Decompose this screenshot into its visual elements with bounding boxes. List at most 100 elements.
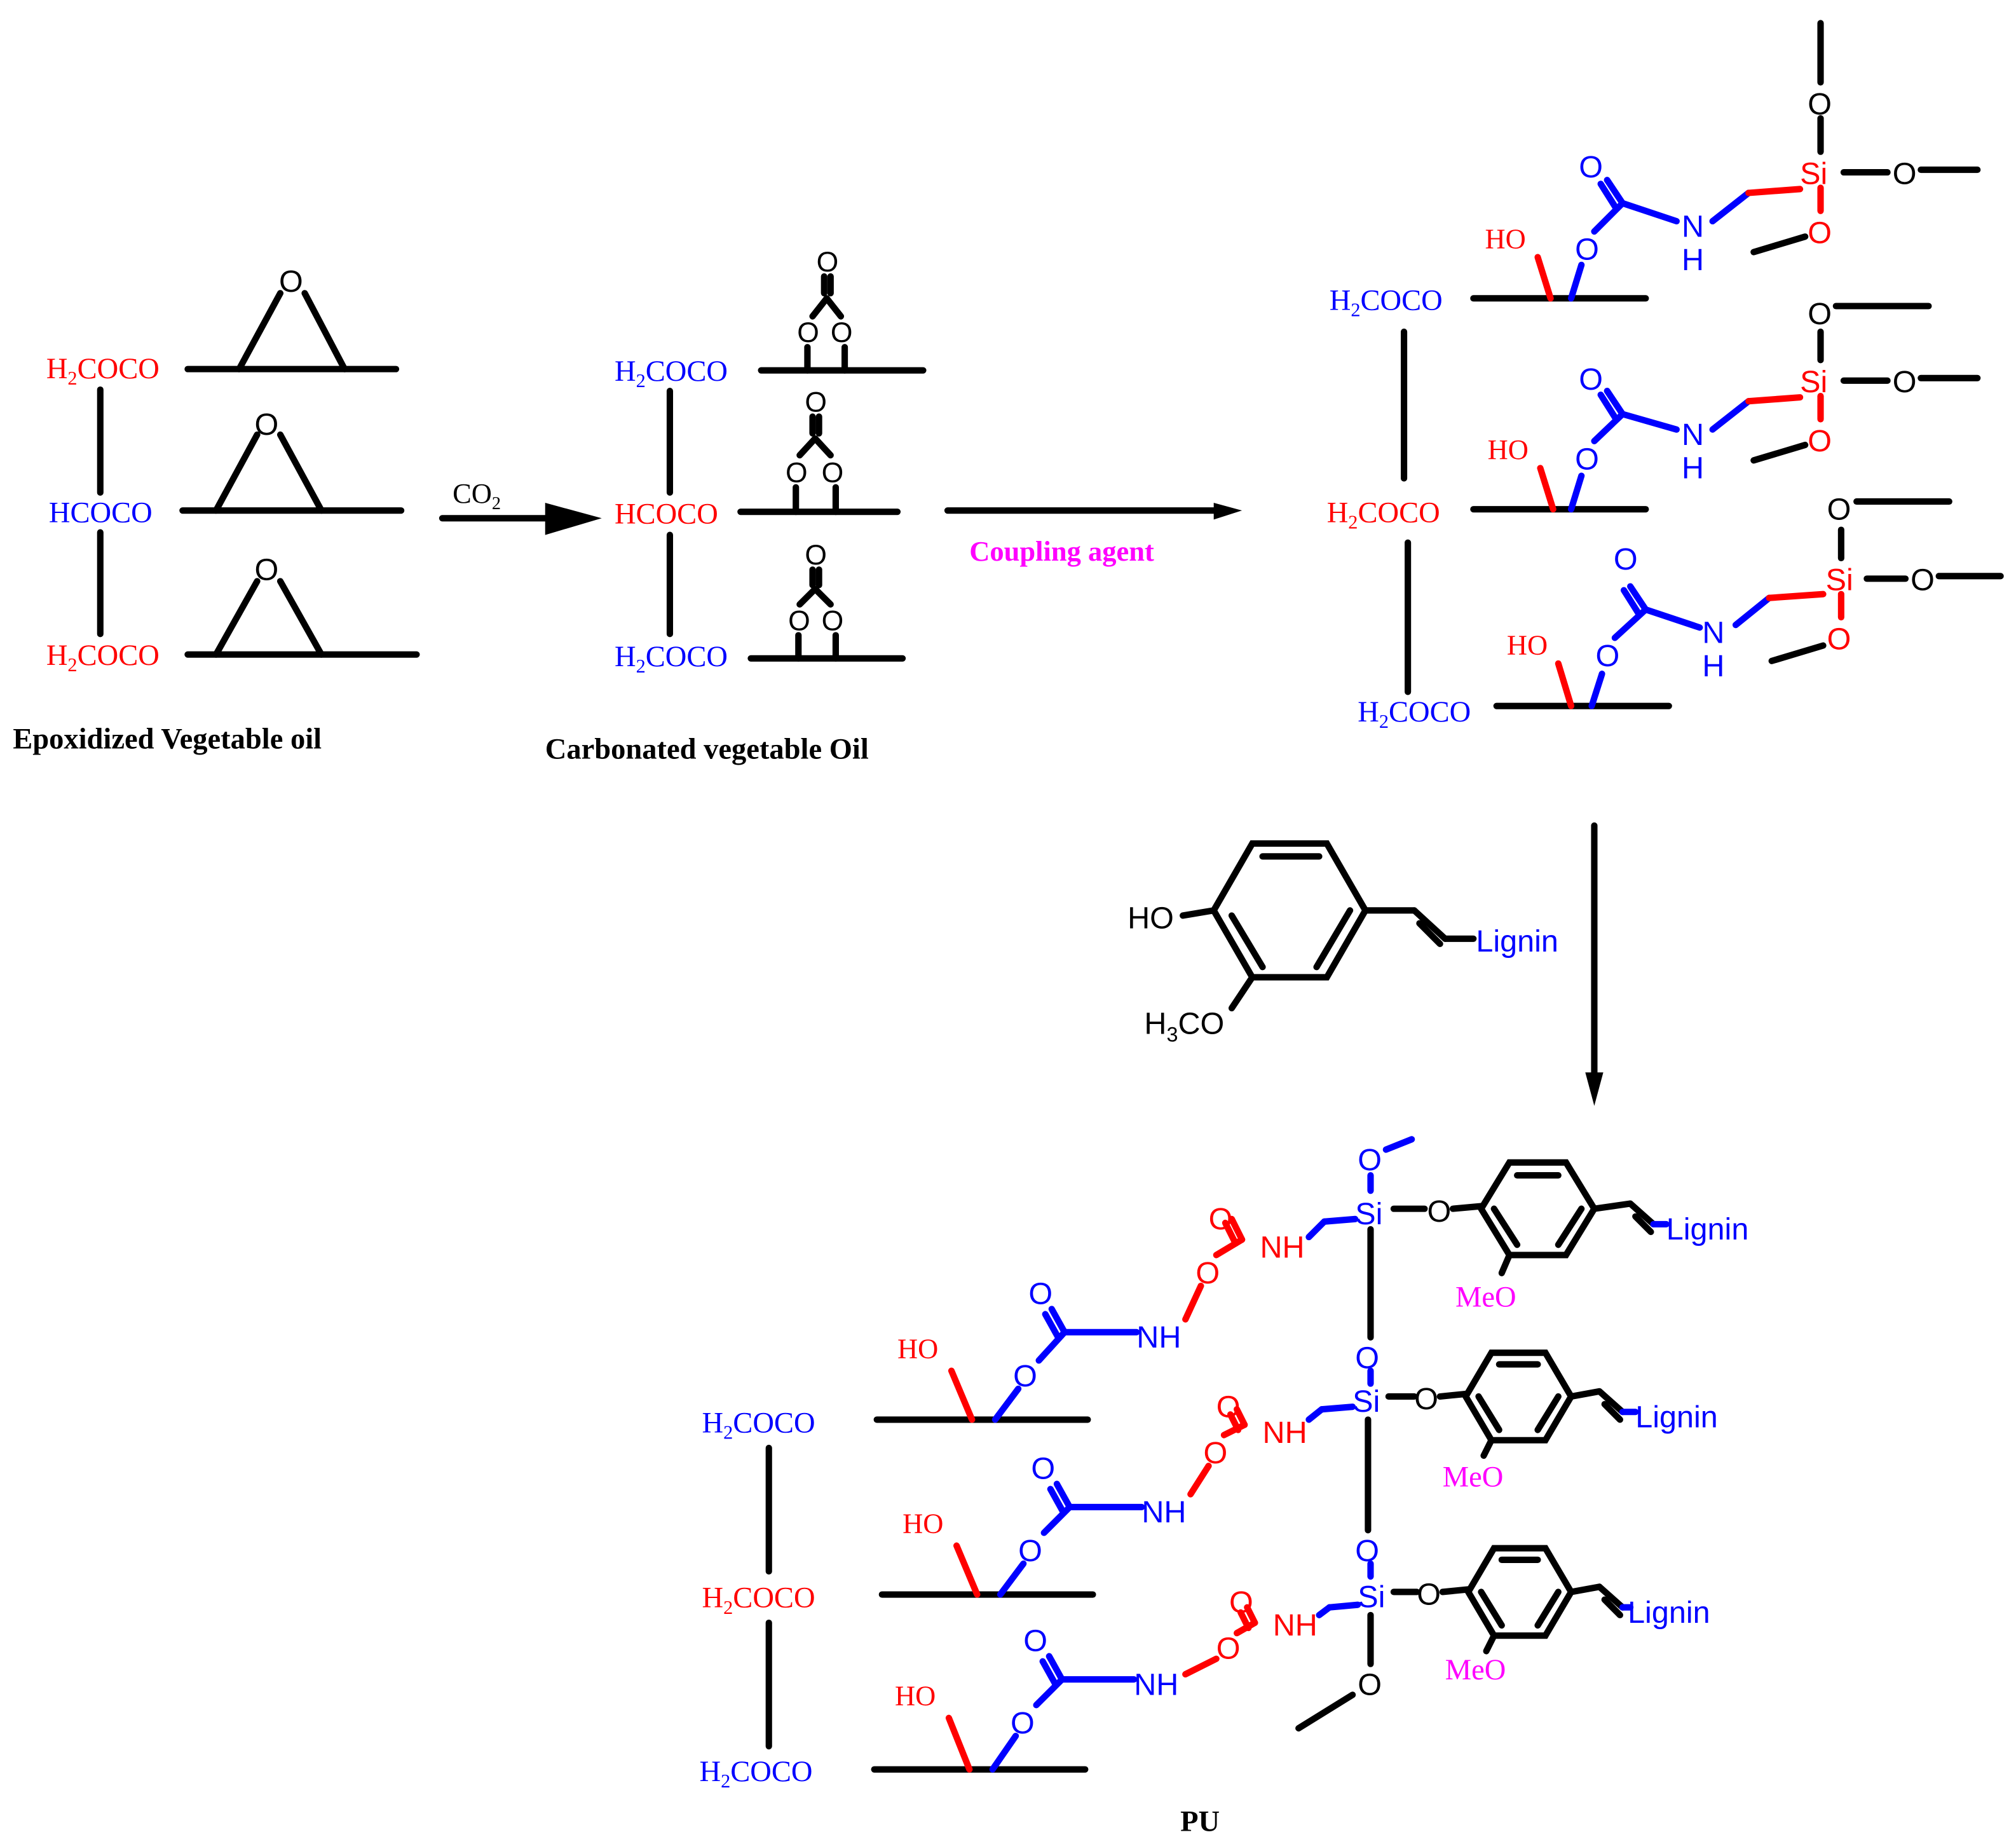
- methoxy-oxygen: O: [1358, 1667, 1382, 1702]
- urethane-oxygen: O: [1595, 639, 1619, 673]
- nh-n: N: [1682, 418, 1704, 452]
- ring-oxygen: O: [822, 605, 844, 636]
- carbonyl-oxygen: O: [817, 247, 839, 278]
- carbonyl-oxygen: O: [805, 386, 827, 418]
- hydroxyl-label: HO: [1485, 222, 1526, 254]
- glyceride-ch2-top: H2COCO: [1330, 285, 1443, 321]
- epoxide-oxygen: O: [255, 407, 279, 442]
- urethane-oxygen: O: [1575, 233, 1599, 267]
- silyl-oxygen: O: [1808, 424, 1832, 458]
- pu-product: H2COCO H2COCO H2COCO HO O O NH O O NH Si…: [699, 1136, 1749, 1838]
- silane-urethane-intermediate: H2COCO H2COCO H2COCO HO O O N H Si O O O…: [1327, 20, 2004, 732]
- methoxy-oxygen: O: [1827, 492, 1851, 526]
- aryl-ether-oxygen: O: [1417, 1578, 1441, 1612]
- glyceride-ch-middle: HCOCO: [49, 496, 153, 529]
- siloxane-oxygen: O: [1355, 1341, 1379, 1375]
- urethane-oxygen: O: [1011, 1706, 1035, 1740]
- carbonyl-oxygen: O: [1229, 1585, 1253, 1620]
- nh-label: NH: [1136, 1320, 1181, 1355]
- carbonyl-oxygen: O: [805, 540, 827, 571]
- meo-label: MeO: [1455, 1281, 1516, 1313]
- carbonyl-oxygen: O: [1216, 1390, 1241, 1424]
- methoxy-oxygen: O: [1808, 87, 1832, 121]
- carbonyl-oxygen: O: [1023, 1624, 1047, 1658]
- glyceride-ch2-middle: H2COCO: [702, 1582, 815, 1618]
- methoxy-h3co-label: H3CO: [1144, 1006, 1224, 1046]
- nh-h: H: [1682, 451, 1704, 486]
- lignin-down-arrow: [1585, 822, 1604, 1106]
- carbonyl-oxygen: O: [1031, 1451, 1055, 1485]
- glyceride-ch2-bottom: H2COCO: [1358, 696, 1471, 732]
- epoxidized-vegetable-oil: H2COCO HCOCO H2COCO O O O Epoxidized Veg…: [13, 264, 420, 755]
- methoxy-oxygen: O: [1893, 365, 1917, 399]
- hydroxyl-label: HO: [897, 1332, 938, 1364]
- carbonyl-oxygen: O: [1209, 1202, 1233, 1236]
- hydroxyl-label: HO: [902, 1507, 943, 1539]
- aryl-ether-oxygen: O: [1427, 1194, 1451, 1229]
- glyceride-ch2-top: H2COCO: [702, 1407, 815, 1444]
- carbonyl-oxygen: O: [1028, 1276, 1052, 1311]
- glyceride-ch2-middle: H2COCO: [1327, 496, 1440, 533]
- nh-label: NH: [1260, 1230, 1305, 1264]
- aryl-ether-oxygen: O: [1414, 1382, 1438, 1416]
- carbonated-caption: Carbonated vegetable Oil: [545, 734, 869, 766]
- glyceride-ch2-top: H2COCO: [615, 355, 728, 392]
- epoxide-oxygen: O: [255, 552, 279, 587]
- nh-h: H: [1682, 243, 1704, 277]
- methoxy-oxygen: O: [1808, 297, 1832, 331]
- silicon-label: Si: [1800, 365, 1827, 399]
- epoxide-oxygen: O: [279, 264, 303, 299]
- hydroxyl-label: HO: [1507, 629, 1548, 661]
- carbonyl-oxygen: O: [1579, 150, 1603, 184]
- ring-oxygen: O: [831, 317, 853, 348]
- urethane-oxygen: O: [1018, 1534, 1042, 1568]
- ring-oxygen: O: [786, 458, 808, 489]
- carbonated-vegetable-oil: H2COCO HCOCO H2COCO O O O O O O O O O Ca…: [545, 247, 927, 766]
- pu-caption: PU: [1180, 1806, 1220, 1838]
- phenol-ho-label: HO: [1127, 901, 1174, 936]
- methoxy-oxygen: O: [1358, 1143, 1382, 1177]
- hydroxyl-label: HO: [1488, 434, 1529, 465]
- urethane-oxygen: O: [1013, 1359, 1037, 1393]
- glyceride-ch-middle: HCOCO: [615, 498, 718, 530]
- glyceride-ch2-top: H2COCO: [46, 353, 160, 389]
- carbonyl-oxygen: O: [1579, 362, 1603, 397]
- silicon-label: Si: [1358, 1580, 1385, 1615]
- methoxy-oxygen: O: [1910, 563, 1935, 598]
- nh-n: N: [1682, 209, 1704, 243]
- nh-label: NH: [1273, 1608, 1318, 1643]
- urethane-oxygen: O: [1575, 442, 1599, 476]
- ring-oxygen: O: [788, 605, 810, 636]
- urethane-oxygen: O: [1216, 1632, 1241, 1666]
- nh-h: H: [1702, 649, 1724, 683]
- lignin-label: Lignin: [1666, 1212, 1749, 1246]
- siloxane-oxygen: O: [1355, 1534, 1379, 1568]
- epoxidized-caption: Epoxidized Vegetable oil: [13, 723, 322, 755]
- silicon-label: Si: [1352, 1384, 1380, 1419]
- co2-label: CO2: [453, 477, 501, 514]
- lignin-reagent: HO H3CO Lignin: [1127, 840, 1558, 1046]
- lignin-label: Lignin: [1635, 1400, 1718, 1435]
- nh-label: NH: [1134, 1667, 1178, 1702]
- urethane-oxygen: O: [1203, 1436, 1227, 1470]
- glyceride-ch2-bottom: H2COCO: [615, 641, 728, 677]
- urethane-oxygen: O: [1195, 1256, 1220, 1290]
- silicon-label: Si: [1355, 1197, 1382, 1231]
- glyceride-ch2-bottom: H2COCO: [699, 1756, 812, 1792]
- meo-label: MeO: [1443, 1461, 1504, 1494]
- coupling-agent-label: Coupling agent: [969, 535, 1154, 567]
- methoxy-oxygen: O: [1893, 156, 1917, 191]
- silyl-oxygen: O: [1808, 215, 1832, 250]
- co2-arrow: CO2: [439, 477, 602, 535]
- lignin-label: Lignin: [1628, 1595, 1710, 1630]
- silyl-oxygen: O: [1827, 622, 1851, 657]
- coupling-agent-arrow: Coupling agent: [944, 503, 1243, 567]
- nh-label: NH: [1141, 1495, 1186, 1529]
- hydroxyl-label: HO: [895, 1679, 936, 1711]
- silicon-label: Si: [1800, 156, 1827, 191]
- carbonyl-oxygen: O: [1614, 542, 1638, 577]
- ring-oxygen: O: [822, 458, 844, 489]
- nh-label: NH: [1263, 1416, 1307, 1450]
- lignin-label: Lignin: [1476, 924, 1558, 959]
